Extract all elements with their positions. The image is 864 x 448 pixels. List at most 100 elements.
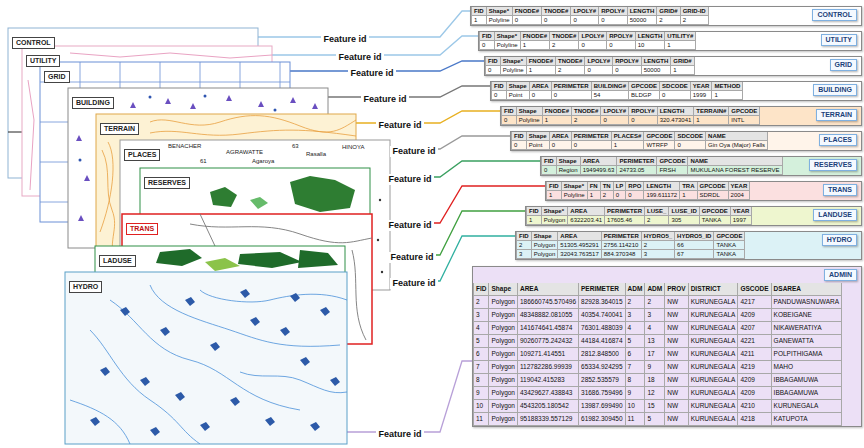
table-cell: 4207	[738, 322, 771, 335]
table-cell: Polygon	[542, 216, 569, 225]
table-cell: 0	[480, 41, 495, 50]
column-header: AREA	[550, 132, 572, 141]
table-cell: 2	[645, 216, 669, 225]
column-header: Shape	[527, 132, 550, 141]
table-cell: 40354.740041	[579, 309, 626, 322]
table-cell: 5	[626, 335, 646, 348]
table-cell: 10	[636, 41, 666, 50]
column-header: LENGTH	[636, 32, 666, 41]
column-header: DSAREA	[772, 283, 842, 296]
table-cell: 8	[626, 374, 646, 387]
column-header: FNODE#	[527, 57, 556, 66]
places-layer-map	[377, 199, 383, 273]
table-cell: IBBAGAMUWA	[772, 374, 842, 387]
table-cell: 67	[675, 250, 714, 259]
column-header: PERIMETER	[602, 232, 642, 241]
hydro-layer-map	[90, 289, 340, 436]
column-header: NAME	[706, 132, 768, 141]
table-cell: POLPITHIGAMA	[772, 348, 842, 361]
table-cell: 10	[626, 400, 646, 413]
column-header: Shape	[557, 157, 581, 166]
table-cell: 7	[474, 361, 489, 374]
utility-layer-map	[70, 53, 272, 58]
table-cell: Point	[527, 141, 550, 150]
table-cell: 2	[556, 66, 585, 75]
column-header: HYDRO5_	[642, 232, 675, 241]
column-header: PERIMETER	[579, 283, 626, 296]
attribute-table: FIDShape*FNODE#TNODE#LPOLY#RPOLY#LENGTHG…	[470, 6, 862, 26]
table-cell: 0	[660, 91, 691, 100]
table-name-tag: LANDUSE	[813, 209, 857, 221]
table-cell: 0	[492, 91, 507, 100]
table-cell: 1	[612, 141, 645, 150]
table-cell: 119042.415283	[518, 374, 579, 387]
table-cell: INTL	[729, 116, 760, 125]
table-cell: 2	[550, 41, 579, 50]
column-header: Shape	[532, 232, 559, 241]
hydro-layer-map	[240, 372, 347, 393]
table-cell: 0	[607, 41, 635, 50]
table-name-tag: HYDRO	[822, 234, 857, 246]
place-name: 63	[292, 143, 299, 150]
layer-name: BUILDING	[72, 97, 114, 109]
column-header: RPOLY#	[613, 57, 641, 66]
table-cell: 9	[645, 361, 665, 374]
map-layer: UTILITY	[22, 46, 272, 196]
table-cell: Polyline	[501, 66, 527, 75]
column-header: Shape	[489, 283, 518, 296]
column-header: GPCODE	[644, 132, 675, 141]
table-cell: 199.611172	[644, 191, 680, 200]
column-header: Shape*	[562, 182, 588, 191]
table-cell: Polyline	[517, 116, 543, 125]
reserves-layer-map	[290, 176, 355, 212]
attribute-table: ADMINFIDShapeAREAPERIMETERADMADMPROVDIST…	[472, 266, 862, 427]
table-cell: 95188339.557129	[518, 413, 579, 426]
table-cell: KURUNEGALA	[689, 374, 739, 387]
table-cell: 0	[579, 41, 607, 50]
map-layer: HYDRO	[65, 272, 347, 444]
table-grid: FIDShape*FNODE#TNODE#LPOLY#RPOLY#LENGTHG…	[471, 7, 709, 25]
building-layer-map	[274, 109, 277, 112]
landuse-layer-map	[298, 250, 338, 268]
table-cell: 2	[601, 191, 614, 200]
table-cell: WTRFP	[644, 141, 675, 150]
table-cell: MUKULANA FOREST RESERVE	[688, 166, 782, 175]
table-cell: NW	[665, 322, 688, 335]
table-cell: 0	[550, 141, 572, 150]
table-name-tag: PLACES	[819, 134, 857, 146]
table-cell: 15	[645, 400, 665, 413]
column-header: RPOLY#	[607, 32, 635, 41]
table-cell: 11	[474, 413, 489, 426]
column-header: RPOLY#	[599, 7, 627, 16]
layer-name: GRID	[44, 71, 70, 83]
place-name: Rasalla	[306, 151, 326, 158]
table-grid: FIDShape*AREAPERIMETERLUSE_LUSE_IDGPCODE…	[526, 207, 752, 225]
table-cell: NW	[665, 361, 688, 374]
table-name-tag: CONTROL	[812, 9, 857, 21]
table-cell: Polygon	[489, 348, 518, 361]
column-header: Shape*	[542, 207, 569, 216]
column-header: FID	[472, 7, 487, 16]
edge-label: Feature id	[390, 146, 437, 157]
terrain-layer-map	[150, 116, 356, 132]
table-cell: 4209	[738, 387, 771, 400]
column-header: FID	[502, 107, 517, 116]
column-header: GPCODE	[729, 107, 760, 116]
table-cell: 3	[474, 309, 489, 322]
table-cell: KURUNEGALA	[689, 400, 739, 413]
table-cell: 2	[645, 296, 665, 309]
hydro-layer-map	[90, 289, 340, 436]
table-cell: NIKAWERATIYA	[772, 322, 842, 335]
table-name-tag: TRANS	[823, 184, 857, 196]
edge-label-holder: Feature id	[361, 88, 408, 106]
table-cell: KURUNEGALA	[689, 348, 739, 361]
table-cell: 0	[585, 66, 613, 75]
table-cell: 1949499.63	[581, 166, 618, 175]
layer-name: HYDRO	[69, 281, 102, 293]
table-cell: 1	[712, 91, 743, 100]
column-header: PLACES#	[612, 132, 645, 141]
table-cell: 4	[474, 322, 489, 335]
table-grid: FIDShape*FNODE#TNODE#LPOLY#RPOLY#LENGTHG…	[485, 57, 695, 75]
table-cell: 1	[694, 116, 729, 125]
places-layer-map	[377, 239, 379, 241]
